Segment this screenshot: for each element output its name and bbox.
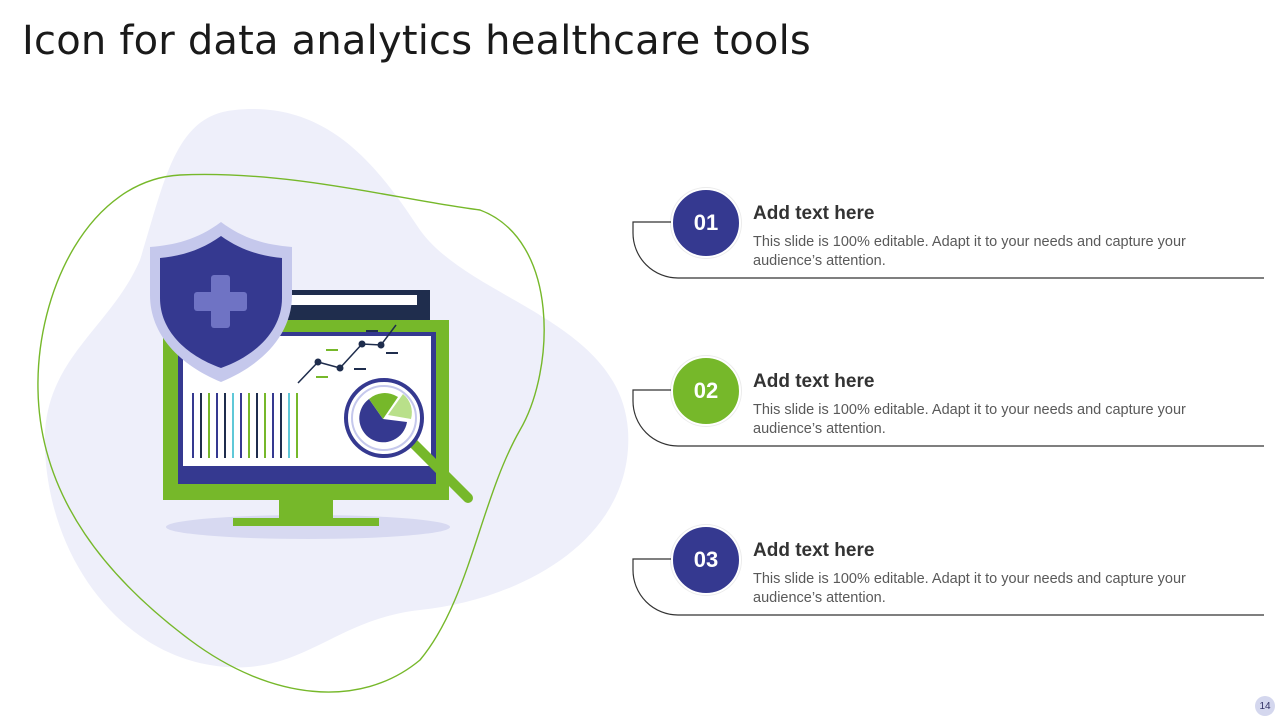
- list-item-01: 01 Add text here This slide is 100% edit…: [630, 188, 1270, 288]
- item-description: This slide is 100% editable. Adapt it to…: [753, 571, 1186, 606]
- shield-plus-icon: [150, 222, 292, 382]
- item-heading: Add text here: [753, 203, 875, 224]
- item-number-badge: 01: [671, 188, 741, 258]
- pie-chart-icon: [359, 393, 412, 443]
- item-number-badge: 03: [671, 525, 741, 595]
- item-connector-line: [632, 221, 1264, 279]
- item-heading: Add text here: [753, 371, 875, 392]
- list-item-03: 03 Add text here This slide is 100% edit…: [630, 525, 1270, 625]
- healthcare-analytics-illustration: [37, 109, 629, 693]
- list-item-02: 02 Add text here This slide is 100% edit…: [630, 356, 1270, 456]
- page-title: Icon for data analytics healthcare tools: [22, 18, 811, 64]
- line-chart-icon: [297, 324, 398, 384]
- item-connector-line: [632, 558, 1264, 616]
- decorative-outline: [37, 173, 545, 693]
- item-heading: Add text here: [753, 540, 875, 561]
- item-connector-line: [632, 389, 1264, 447]
- item-number-badge: 02: [671, 356, 741, 426]
- item-description: This slide is 100% editable. Adapt it to…: [753, 234, 1186, 269]
- item-description: This slide is 100% editable. Adapt it to…: [753, 402, 1186, 437]
- bar-chart-icon: [192, 393, 298, 458]
- page-number-badge: 14: [1255, 696, 1275, 716]
